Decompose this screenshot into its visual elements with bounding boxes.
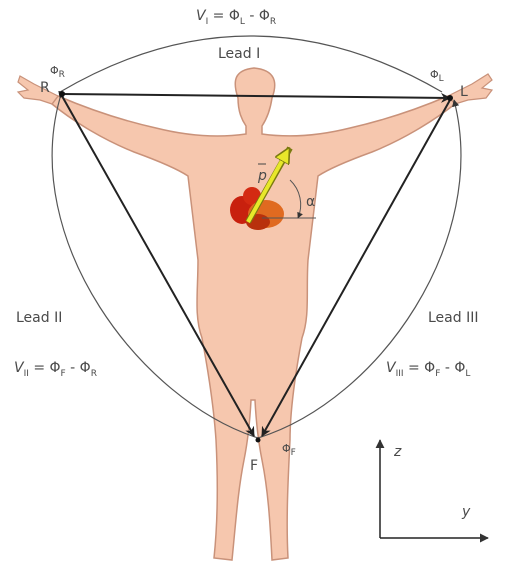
lead-i-equation: VI = ΦL - ΦR [196, 8, 276, 27]
lead-ii-equation: VII = ΦF - ΦR [14, 360, 97, 379]
electrode-right-arm: R ΦR [40, 64, 65, 97]
body-silhouette [52, 68, 455, 560]
angle-label: α [306, 194, 315, 210]
lead-iii-equation: VIII = ΦF - ΦL [386, 360, 470, 379]
lead-i-label: Lead I [218, 46, 260, 62]
lead-iii-label: Lead III [428, 310, 478, 326]
electrode-left-potential: ΦL [430, 68, 444, 84]
y-axis-label: y [461, 504, 471, 520]
electrode-left-arm: L ΦL [430, 68, 468, 101]
lead-iii-labels: Lead III VIII = ΦF - ΦL [386, 310, 478, 379]
right-hand [18, 76, 58, 104]
dipole-label: p [257, 168, 267, 184]
coordinate-axes: z y [380, 440, 488, 538]
electrode-foot-letter: F [250, 458, 258, 474]
electrode-right-letter: R [40, 80, 50, 96]
left-hand [448, 74, 492, 104]
lead-i-labels: VI = ΦL - ΦR Lead I [196, 8, 276, 62]
electrode-foot-dot [256, 438, 261, 443]
electrode-left-dot [447, 95, 453, 101]
lead-ii-labels: Lead II VII = ΦF - ΦR [14, 310, 97, 379]
electrode-right-potential: ΦR [50, 64, 65, 80]
human-body [18, 68, 492, 560]
z-axis-label: z [393, 444, 402, 460]
lead-ii-label: Lead II [16, 310, 62, 326]
electrode-left-letter: L [460, 84, 468, 100]
electrode-right-dot [59, 91, 65, 97]
